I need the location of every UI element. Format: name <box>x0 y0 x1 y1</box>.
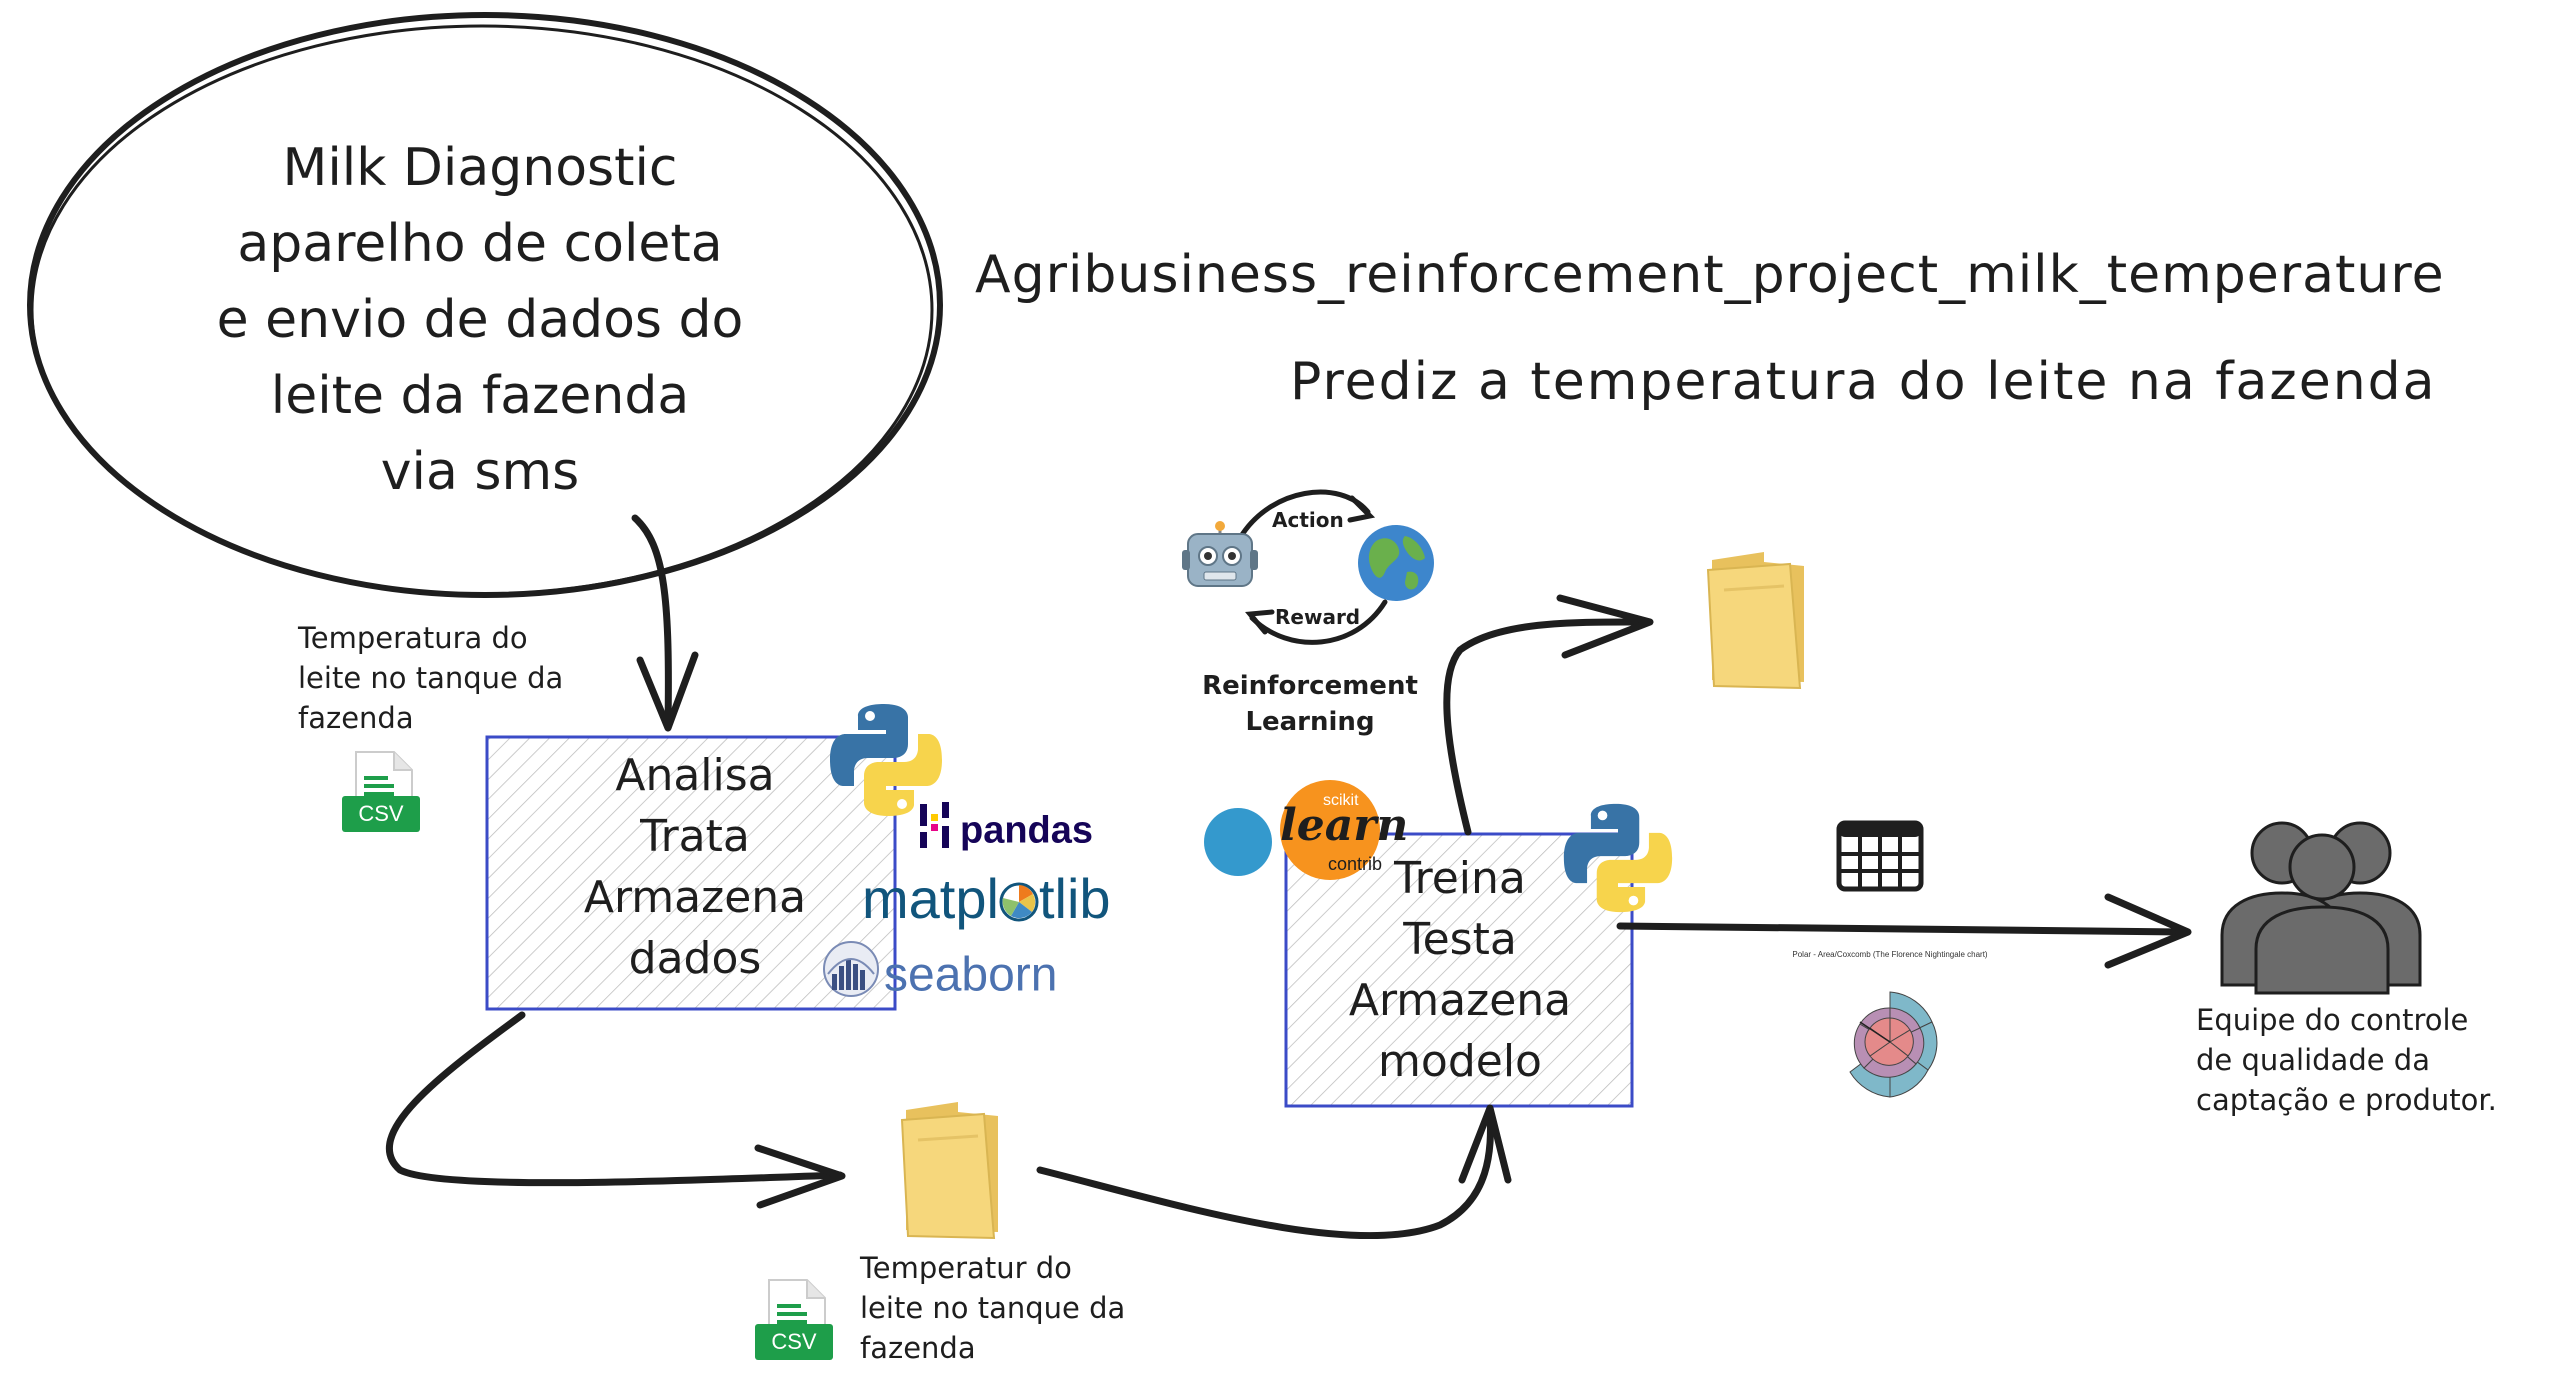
sklearn-main-label: learn <box>1280 800 1409 851</box>
rl-cycle-arrows <box>1237 489 1388 645</box>
pandas-logo: pandas <box>918 800 1093 862</box>
train-line: modelo <box>1378 1036 1542 1087</box>
output-note: Temperatur do leite no tanque da fazenda <box>860 1248 1200 1368</box>
polar-chart-shape <box>1849 991 1938 1098</box>
process-line: Trata <box>640 811 750 862</box>
seaborn-label: seaborn <box>884 948 1058 1002</box>
rl-action-label: Action <box>1272 508 1344 532</box>
train-line: Armazena <box>1348 975 1572 1026</box>
robot-icon <box>1180 520 1260 604</box>
project-title: Agribusiness_reinforcement_project_milk_… <box>975 245 2445 305</box>
bubble-line: via sms <box>380 442 580 502</box>
bubble-line: e envio de dados do <box>216 290 744 350</box>
matplotlib-o-icon <box>999 870 1039 922</box>
process-box-text: Analisa Trata Armazena dados <box>560 745 830 989</box>
seaborn-logo: seaborn <box>822 940 1057 1010</box>
arrow-train-to-folder <box>1443 594 1654 836</box>
team-note: Equipe do controle de qualidade da capta… <box>2196 1000 2541 1120</box>
bubble-text: Milk Diagnostic aparelho de coleta e env… <box>130 130 830 510</box>
polar-chart-thumbnail: Polar - Area/Coxcomb (The Florence Night… <box>1760 950 2020 1130</box>
matplotlib-label-end: tlib <box>1038 867 1111 930</box>
train-box-text: Treina Testa Armazena modelo <box>1320 848 1600 1092</box>
input-note-line: Temperatura do <box>298 621 528 655</box>
train-line: Treina <box>1394 853 1526 904</box>
matplotlib-label-start: matpl <box>862 867 999 930</box>
rl-reward-label: Reward <box>1275 605 1361 629</box>
table-icon <box>1836 820 1924 896</box>
bubble-line: Milk Diagnostic <box>282 138 678 198</box>
process-line: dados <box>628 933 762 984</box>
folder-icon[interactable] <box>1704 550 1812 694</box>
pandas-icon <box>918 800 952 862</box>
sklearn-shapes <box>1204 780 1380 880</box>
folder-icon[interactable] <box>898 1100 1006 1244</box>
seaborn-icon <box>822 940 880 1010</box>
sklearn-small-label: scikit <box>1323 792 1359 809</box>
csv-file-shape <box>355 751 413 809</box>
csv-file-icon[interactable]: CSV <box>342 750 422 836</box>
team-note-line: Equipe do controle <box>2196 1003 2469 1037</box>
output-note-line: leite no tanque da <box>860 1291 1126 1325</box>
rl-caption-line: Reinforcement <box>1202 671 1418 701</box>
input-note-line: leite no tanque da <box>298 661 564 695</box>
train-line: Testa <box>1403 914 1517 965</box>
python-icon <box>826 700 946 824</box>
arrow-bubble-to-process <box>631 514 699 732</box>
team-note-line: de qualidade da <box>2196 1043 2430 1077</box>
bubble-line: aparelho de coleta <box>237 214 723 274</box>
sklearn-sub-label: contrib <box>1328 854 1383 874</box>
input-note: Temperatura do leite no tanque da fazend… <box>298 618 628 738</box>
csv-file-icon[interactable]: CSV <box>755 1278 835 1364</box>
polar-chart-title: Polar - Area/Coxcomb (The Florence Night… <box>1792 950 1988 959</box>
arrow-folder-to-train <box>1036 1104 1512 1240</box>
globe-icon <box>1355 522 1437 608</box>
rl-caption: Reinforcement Learning <box>1200 668 1420 740</box>
process-line: Analisa <box>615 750 775 801</box>
project-subtitle: Prediz a temperatura do leite na fazenda <box>1290 352 2437 412</box>
csv-badge: CSV <box>342 796 420 832</box>
output-note-line: fazenda <box>860 1331 976 1365</box>
arrow-train-to-team <box>1616 893 2192 969</box>
sklearn-logo: scikit learn contrib <box>1200 778 1410 892</box>
input-note-line: fazenda <box>298 701 414 735</box>
bubble-line: leite da fazenda <box>270 366 690 426</box>
output-note-line: Temperatur do <box>860 1251 1072 1285</box>
matplotlib-logo: matpl tlib <box>862 866 1111 931</box>
python-icon <box>1560 800 1676 920</box>
pandas-label: pandas <box>960 809 1094 852</box>
arrow-process-to-folder <box>385 1011 846 1209</box>
team-note-line: captação e produtor. <box>2196 1083 2497 1117</box>
csv-badge: CSV <box>755 1324 833 1360</box>
process-line: Armazena <box>583 872 807 923</box>
rl-caption-line: Learning <box>1245 707 1375 737</box>
bubble-ellipse <box>27 12 943 598</box>
people-icon <box>2190 815 2450 999</box>
